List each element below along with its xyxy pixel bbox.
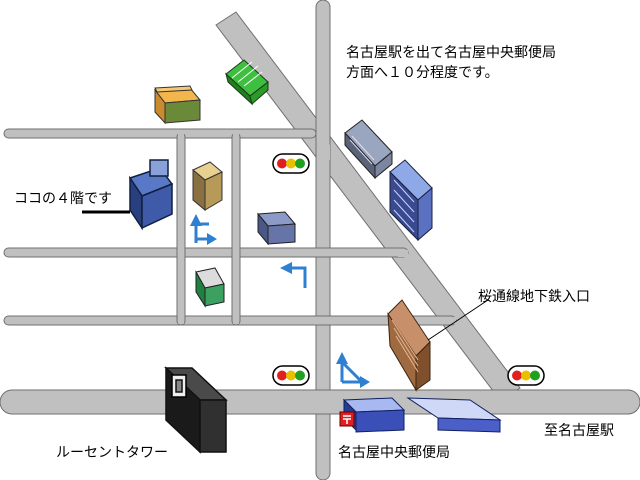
street-2 xyxy=(3,247,409,258)
side-street-1 xyxy=(176,132,186,326)
grey-office-building xyxy=(344,119,393,180)
post-office-building xyxy=(342,397,502,433)
grey-box-building xyxy=(256,211,297,246)
arrow-turn-right-2 xyxy=(336,352,370,388)
green-building xyxy=(225,59,269,106)
target-floor-label: ココの４階です xyxy=(14,191,112,207)
traffic-light-3 xyxy=(507,365,545,386)
pointer-lines xyxy=(82,210,489,341)
vertical-road xyxy=(315,0,331,480)
arrows xyxy=(190,214,370,388)
side-street-2 xyxy=(231,132,241,326)
beige-building xyxy=(192,161,223,212)
route-text-line-1: 名古屋駅を出て名古屋中央郵便局 xyxy=(346,45,556,61)
arrow-turn-left xyxy=(280,262,307,288)
traffic-light-2 xyxy=(272,365,310,386)
street-1 xyxy=(3,128,317,139)
lucent-tower-label: ルーセントタワー xyxy=(56,445,168,461)
route-text-line-2: 方面へ１０分程度です。 xyxy=(346,65,499,81)
blue-tower xyxy=(389,159,433,242)
diagonal-road xyxy=(215,11,521,401)
traffic-light-1 xyxy=(272,153,310,174)
subway-entrance-label: 桜通線地下鉄入口 xyxy=(478,289,590,305)
target-building xyxy=(128,159,174,231)
subway-entrance-building xyxy=(387,299,431,392)
orange-building xyxy=(154,85,201,125)
post-office-label: 名古屋中央郵便局 xyxy=(338,445,450,461)
to-station-label: 至名古屋駅 xyxy=(544,423,614,439)
arrow-turn-right-1 xyxy=(190,214,217,245)
road-junctions xyxy=(178,120,515,413)
green-white-building xyxy=(195,267,225,308)
lucent-tower xyxy=(164,366,228,454)
post-box-icon xyxy=(339,411,355,427)
